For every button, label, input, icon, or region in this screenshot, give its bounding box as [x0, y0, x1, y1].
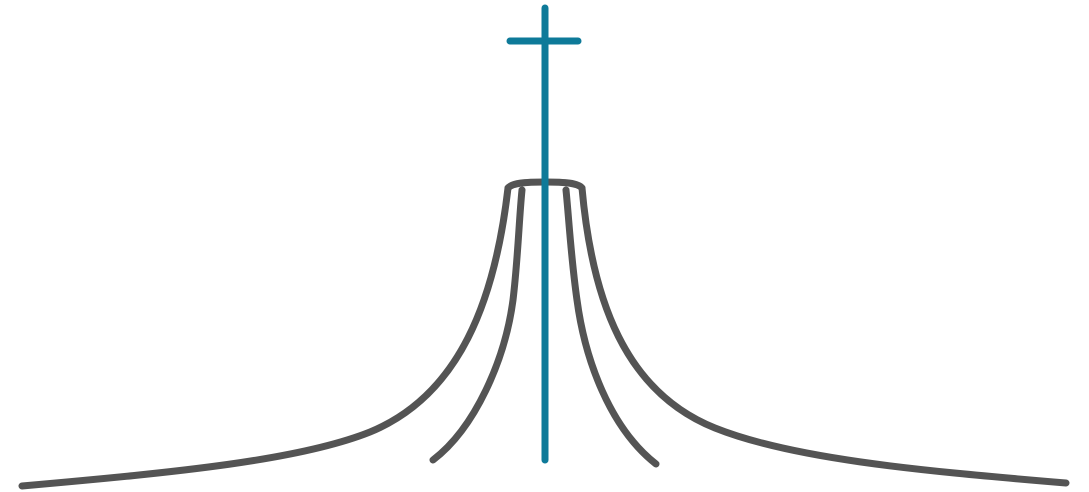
outer-right-curve [582, 188, 1066, 483]
outer-left-curve [22, 188, 508, 486]
